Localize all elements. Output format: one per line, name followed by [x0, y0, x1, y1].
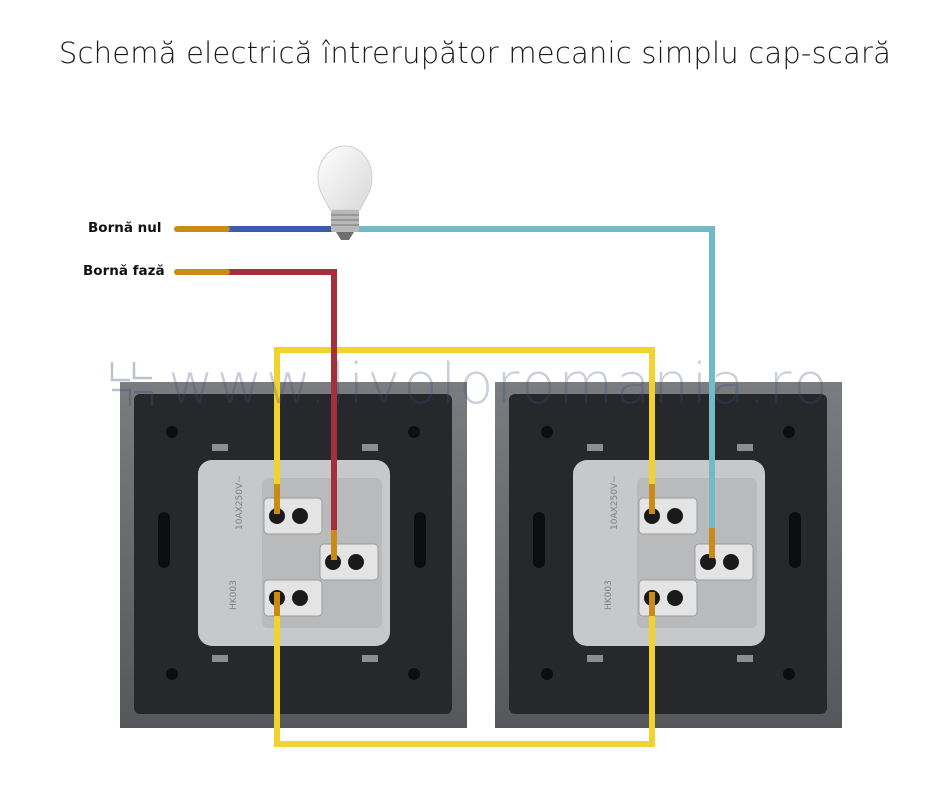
switch-model-text: HK003	[604, 580, 614, 610]
traveler-wire-top	[274, 347, 655, 510]
wire-tips	[174, 226, 715, 616]
switch-right: 10AX250V~ HK003	[495, 382, 842, 728]
switch-model-text: HK003	[229, 580, 239, 610]
watermark-text: www.livoloromania.ro	[168, 352, 831, 417]
light-bulb-icon	[317, 145, 373, 240]
switch-rating-text: 10AX250V~	[610, 475, 620, 530]
switch-left: 10AX250V~ HK003	[120, 382, 467, 728]
lamp-wire	[356, 226, 715, 556]
logo-icon	[110, 362, 154, 406]
diagram-title: Schemă electrică întrerupător mecanic si…	[58, 36, 892, 70]
traveler-wire-bottom	[274, 596, 655, 747]
traveler-wires	[274, 347, 655, 747]
phase-terminal-label: Bornă fază	[83, 263, 165, 279]
neutral-terminal-label: Bornă nul	[88, 220, 162, 236]
switch-rating-text: 10AX250V~	[235, 475, 245, 530]
